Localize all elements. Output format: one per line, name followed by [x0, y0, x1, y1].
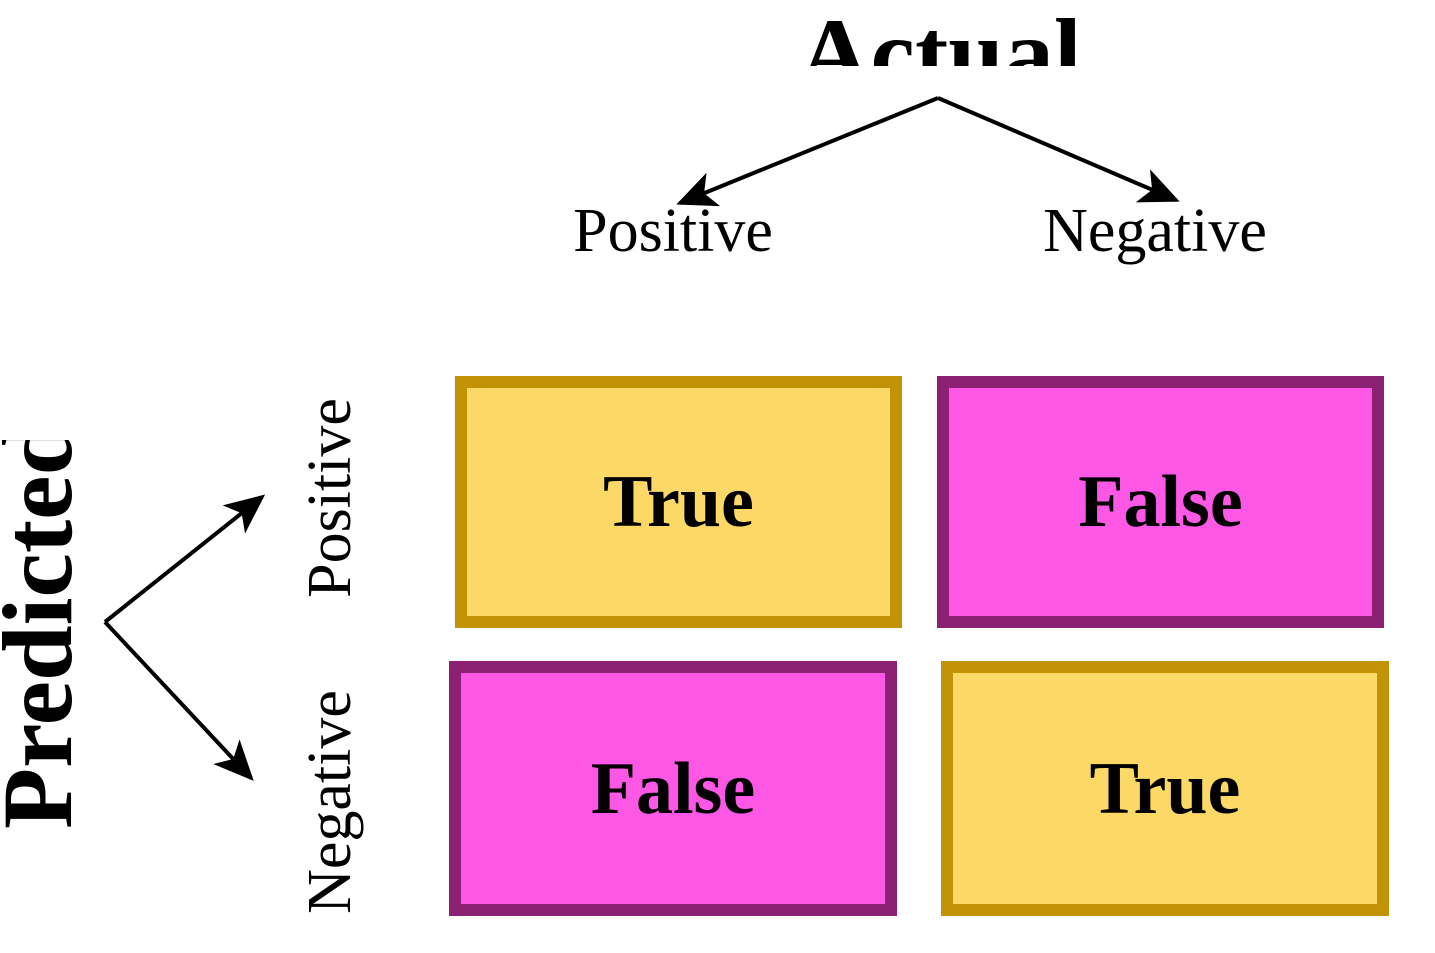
arrow-predicted-to-negative [103, 620, 254, 781]
arrow-actual-to-positive [676, 96, 939, 207]
row-label-positive: Positive [296, 398, 364, 598]
actual-title: Actual [798, 0, 1082, 66]
actual-title-clip: Actual [760, 0, 1120, 66]
cell-false-positive-label: False [1078, 461, 1243, 543]
column-label-negative: Negative [1043, 197, 1267, 265]
predicted-title-clip: Predicted [0, 440, 78, 830]
cell-true-negative-label: True [1089, 747, 1241, 830]
cell-true-positive-label: True [603, 461, 754, 543]
column-label-positive: Positive [573, 197, 773, 265]
cell-false-negative-label: False [590, 747, 756, 830]
cell-false-positive: False [937, 376, 1384, 628]
row-label-negative: Negative [296, 690, 364, 914]
cell-true-negative: True [941, 661, 1389, 916]
cell-true-positive: True [455, 376, 902, 628]
cell-false-negative: False [449, 661, 897, 916]
arrow-actual-to-negative [937, 96, 1180, 203]
predicted-title: Predicted [0, 440, 78, 829]
arrow-predicted-to-positive [103, 494, 266, 624]
